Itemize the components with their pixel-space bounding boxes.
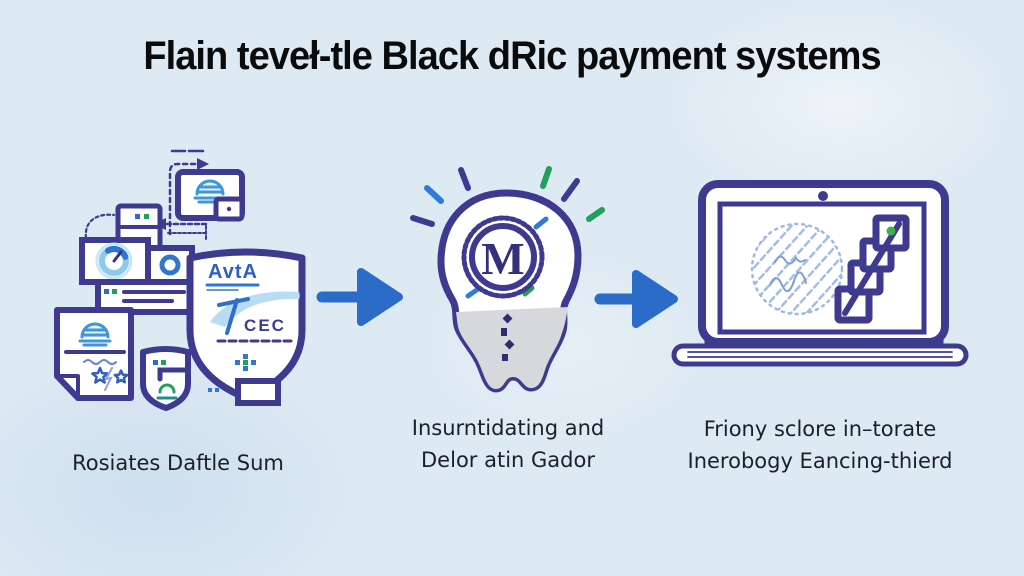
small-shield-icon (140, 346, 191, 411)
star-icon (91, 366, 109, 384)
medallion-badge: M (461, 215, 545, 299)
neck-glyphs (501, 313, 515, 361)
caption-line: Inerobogy Eancing-thierd (687, 449, 953, 473)
dashed-flow-arrow-up (168, 149, 209, 236)
dashed-arc (84, 213, 116, 240)
status-dot-icon (886, 226, 896, 236)
caption-line: Delor atin Gador (421, 448, 595, 472)
head-medallion-icon: M (410, 166, 605, 393)
idea-rays (410, 166, 605, 227)
caption-documents: Rosiates Daftle Sum (28, 447, 328, 479)
laptop-icon (671, 180, 969, 367)
caption-line: Friony sclore in–torate (703, 417, 937, 441)
page-title: Flain teveł-tle Black dRic payment syste… (143, 34, 881, 78)
medallion-letter: M (481, 233, 524, 284)
documents-cluster-icon: AvtA CEC (54, 149, 306, 411)
arrow-right-icon (316, 268, 403, 326)
circle-box-icon (145, 245, 195, 285)
caption-medallion: Insurntidating and Delor atin Gador (368, 412, 648, 476)
caption-line: Insurntidating and (411, 416, 605, 440)
star-icon (113, 369, 129, 384)
document-stars-icon (54, 307, 134, 401)
camera-dot-icon (818, 191, 828, 201)
monitor-frame-icon (175, 169, 245, 222)
neck-shade (456, 307, 568, 389)
shield-label-mid: CEC (244, 316, 286, 335)
arrow-right-icon (594, 270, 678, 328)
big-shield-icon: AvtA CEC (186, 248, 306, 406)
shield-label-top: AvtA (208, 261, 258, 283)
caption-line: Rosiates Daftle Sum (72, 451, 284, 475)
caption-laptop: Friony sclore in–torate Inerobogy Eancin… (646, 413, 994, 477)
gauge-box-icon (79, 237, 151, 285)
